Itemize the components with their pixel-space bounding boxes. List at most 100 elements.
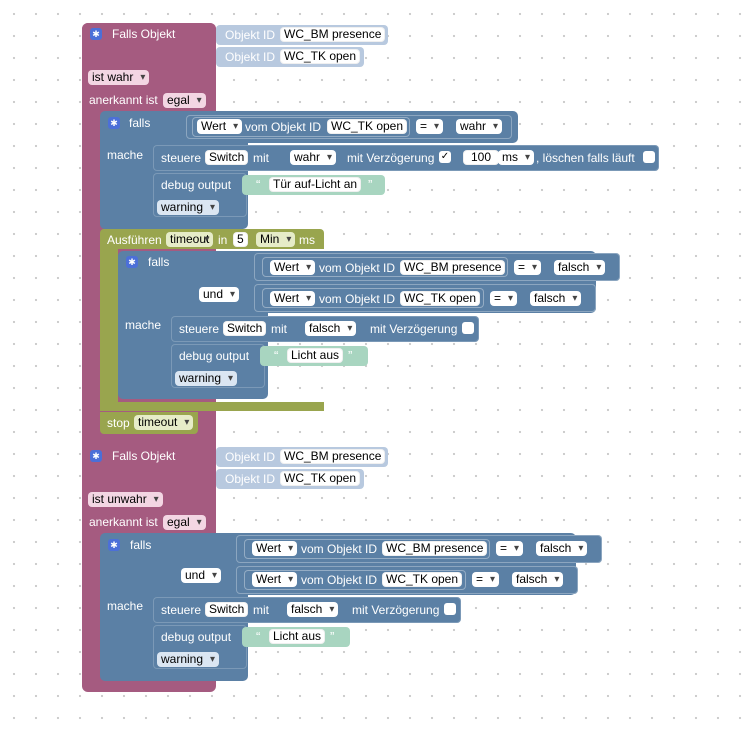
falsch-dropdown[interactable]: falsch: [287, 602, 339, 617]
wert-dropdown[interactable]: Wert: [197, 119, 243, 134]
falsch-dropdown[interactable]: falsch: [554, 260, 606, 275]
gear-icon[interactable]: ✱: [108, 539, 120, 551]
timeout-value[interactable]: 5: [233, 232, 248, 247]
falsch-dropdown[interactable]: falsch: [536, 541, 588, 556]
steuere-label: steuere: [161, 151, 202, 165]
ist-unwahr-dropdown[interactable]: ist unwahr: [88, 492, 163, 507]
gear-icon[interactable]: ✱: [108, 117, 120, 129]
objekt-id-label: Objekt ID: [225, 50, 276, 64]
open-quote-icon: “: [256, 177, 261, 192]
vom-objekt-id-label: vom Objekt ID: [301, 542, 378, 556]
timeout-unit-dropdown[interactable]: Min: [256, 232, 296, 247]
ausfuehren-label: Ausführen: [107, 233, 162, 247]
timeout-block-side: [100, 249, 118, 411]
egal-dropdown[interactable]: egal: [163, 93, 206, 108]
object-id-value[interactable]: WC_TK open: [327, 119, 408, 134]
mit-verzoegerung-label: mit Verzögerung: [370, 322, 458, 336]
wert-dropdown[interactable]: Wert: [270, 291, 316, 306]
delay-checkbox[interactable]: [462, 322, 474, 334]
wert-dropdown[interactable]: Wert: [252, 541, 298, 556]
string-value[interactable]: Tür auf-Licht an: [269, 177, 362, 192]
steuere-label: steuere: [161, 603, 202, 617]
falsch-dropdown[interactable]: falsch: [530, 291, 582, 306]
open-quote-icon: “: [256, 629, 261, 644]
debug-output-label: debug output: [161, 630, 232, 644]
wahr-dropdown[interactable]: wahr: [290, 150, 337, 165]
wert-dropdown[interactable]: Wert: [270, 260, 316, 275]
falls-label: falls: [130, 538, 152, 552]
falls-label: falls: [148, 255, 170, 269]
mit-verzoegerung-label: mit Verzögerung: [347, 151, 435, 165]
object-id-value[interactable]: WC_BM presence: [400, 260, 506, 275]
debug-output-label: debug output: [179, 349, 250, 363]
delay-checkbox[interactable]: [444, 603, 456, 615]
vom-objekt-id-label: vom Objekt ID: [319, 292, 396, 306]
debug-output-label: debug output: [161, 178, 232, 192]
operator-dropdown[interactable]: =: [472, 572, 500, 587]
delay-checkbox[interactable]: ✓: [439, 151, 451, 163]
objekt-id-label: Objekt ID: [225, 28, 276, 42]
object-id-value[interactable]: WC_TK open: [400, 291, 481, 306]
object-id-value[interactable]: WC_TK open: [280, 49, 361, 64]
in-label: in: [218, 233, 228, 247]
string-value[interactable]: Licht aus: [269, 629, 326, 644]
falsch-dropdown[interactable]: falsch: [512, 572, 564, 587]
stop-label: stop: [107, 416, 130, 430]
objekt-id-label: Objekt ID: [225, 472, 276, 486]
object-id-value[interactable]: WC_TK open: [280, 471, 361, 486]
ist-wahr-dropdown[interactable]: ist wahr: [88, 70, 150, 85]
loeschen-label: , löschen falls läuft: [536, 151, 635, 165]
mit-label: mit: [253, 603, 269, 617]
switch-value[interactable]: Switch: [223, 321, 267, 336]
mache-label: mache: [125, 318, 162, 332]
log-level-dropdown[interactable]: warning: [157, 652, 220, 667]
clear-running-checkbox[interactable]: [643, 151, 655, 163]
operator-dropdown[interactable]: =: [496, 541, 524, 556]
object-id-value[interactable]: WC_BM presence: [280, 449, 386, 464]
falls-objekt-label: Falls Objekt: [112, 449, 176, 463]
gear-icon[interactable]: ✱: [90, 28, 102, 40]
switch-value[interactable]: Switch: [205, 602, 249, 617]
delay-unit-dropdown[interactable]: ms: [498, 150, 534, 165]
objekt-id-label: Objekt ID: [225, 450, 276, 464]
object-id-value[interactable]: WC_BM presence: [382, 541, 488, 556]
delay-value[interactable]: 100: [463, 150, 500, 165]
operator-dropdown[interactable]: =: [490, 291, 518, 306]
vom-objekt-id-label: vom Objekt ID: [319, 261, 396, 275]
anerkannt-ist-label: anerkannt ist: [89, 515, 158, 529]
ms-label: ms: [299, 233, 315, 247]
mache-label: mache: [107, 148, 144, 162]
timeout-block-bottom: [100, 402, 324, 411]
steuere-label: steuere: [179, 322, 220, 336]
mache-label: mache: [107, 599, 144, 613]
wert-dropdown[interactable]: Wert: [252, 572, 298, 587]
mit-label: mit: [253, 151, 269, 165]
close-quote-icon: ”: [368, 177, 373, 192]
falls-label: falls: [129, 116, 151, 130]
switch-value[interactable]: Switch: [205, 150, 249, 165]
and-dropdown[interactable]: und: [181, 568, 222, 583]
timeout-name-pill[interactable]: timeout: [166, 232, 214, 247]
gear-icon[interactable]: ✱: [126, 256, 138, 268]
gear-icon[interactable]: ✱: [90, 450, 102, 462]
log-level-dropdown[interactable]: warning: [157, 200, 220, 215]
log-level-dropdown[interactable]: warning: [175, 371, 238, 386]
mit-label: mit: [271, 322, 287, 336]
egal-dropdown[interactable]: egal: [163, 515, 206, 530]
object-id-value[interactable]: WC_TK open: [382, 572, 463, 587]
object-id-value[interactable]: WC_BM presence: [280, 27, 386, 42]
timeout-stop-dropdown[interactable]: timeout: [134, 415, 194, 430]
mit-verzoegerung-label: mit Verzögerung: [352, 603, 440, 617]
falsch-dropdown[interactable]: falsch: [305, 321, 357, 336]
close-quote-icon: ”: [348, 348, 353, 363]
operator-dropdown[interactable]: =: [416, 119, 444, 134]
falls-objekt-label: Falls Objekt: [112, 27, 176, 41]
vom-objekt-id-label: vom Objekt ID: [245, 120, 322, 134]
anerkannt-ist-label: anerkannt ist: [89, 93, 158, 107]
vom-objekt-id-label: vom Objekt ID: [301, 573, 378, 587]
wahr-dropdown[interactable]: wahr: [456, 119, 503, 134]
open-quote-icon: “: [274, 348, 279, 363]
operator-dropdown[interactable]: =: [514, 260, 542, 275]
string-value[interactable]: Licht aus: [287, 348, 344, 363]
and-dropdown[interactable]: und: [199, 287, 240, 302]
